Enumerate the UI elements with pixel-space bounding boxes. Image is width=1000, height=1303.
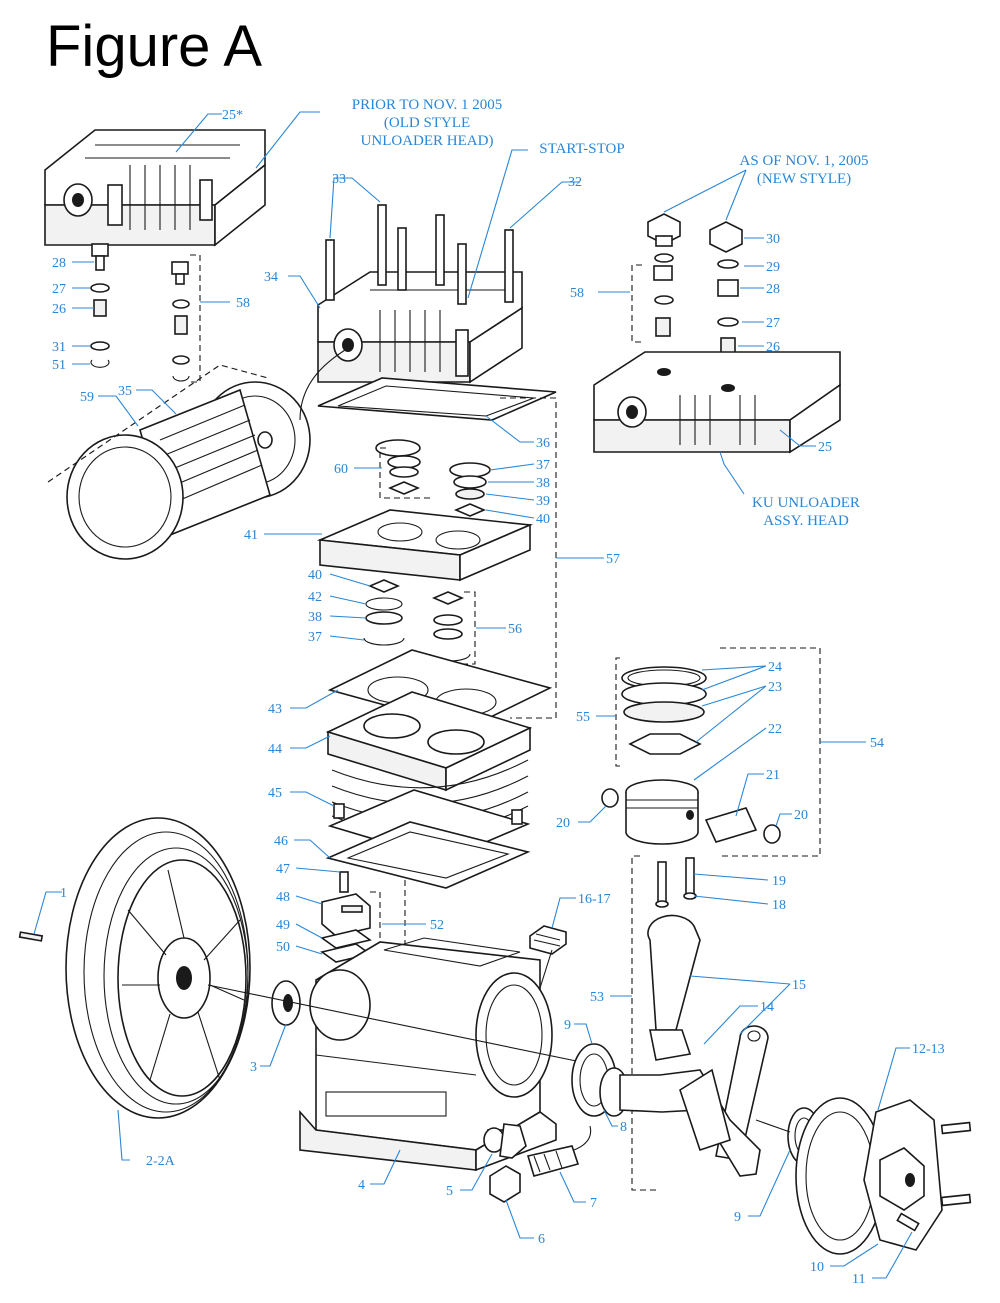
note-ku-unloader-line2: ASSY. HEAD — [763, 513, 849, 529]
callout-6: 6 — [538, 1232, 545, 1247]
fittings-drawing — [483, 925, 592, 1203]
callout-24: 24 — [768, 660, 782, 675]
callout-36: 36 — [536, 436, 550, 451]
callout-8: 8 — [620, 1120, 627, 1135]
callout-42: 42 — [308, 590, 322, 605]
callout-3: 3 — [250, 1060, 257, 1075]
callout-56: 56 — [508, 622, 522, 637]
callout-32: 32 — [568, 175, 582, 190]
callout-38-bottom: 38 — [308, 610, 322, 625]
callout-40-bottom: 40 — [308, 568, 322, 583]
callout-39: 39 — [536, 494, 550, 509]
callout-16-17: 16-17 — [578, 892, 611, 907]
callout-30: 30 — [766, 232, 780, 247]
note-new-style-line2: (NEW STYLE) — [756, 171, 852, 187]
callout-50: 50 — [276, 940, 290, 955]
left-valve-parts-drawing — [90, 243, 201, 383]
start-stop-head-drawing — [317, 204, 523, 384]
note-old-style-line1: PRIOR TO NOV. 1 2005 — [351, 97, 503, 113]
callout-41: 41 — [244, 528, 258, 543]
callout-4: 4 — [358, 1178, 365, 1193]
callout-27-right: 27 — [766, 316, 780, 331]
old-style-head-drawing — [44, 129, 266, 247]
callout-2-2a: 2-2A — [146, 1154, 176, 1169]
breather-parts-drawing — [320, 871, 381, 963]
callout-52: 52 — [430, 918, 444, 933]
callout-15: 15 — [792, 978, 806, 993]
end-cover-drawing — [795, 1097, 972, 1255]
callout-28-right: 28 — [766, 282, 780, 297]
callout-33: 33 — [332, 172, 346, 187]
valve-plate-assembly-drawing — [316, 377, 557, 719]
callout-22: 22 — [768, 722, 782, 737]
leader-lines — [33, 111, 913, 1279]
note-start-stop-text: START-STOP — [539, 141, 625, 157]
callout-53: 53 — [590, 990, 604, 1005]
callout-43: 43 — [268, 702, 282, 717]
callout-38-top: 38 — [536, 476, 550, 491]
callout-12-13: 12-13 — [912, 1042, 945, 1057]
callout-7: 7 — [590, 1196, 597, 1211]
callout-51: 51 — [52, 358, 66, 373]
crankshaft-drawing — [571, 1043, 821, 1177]
note-new-style-line1: AS OF NOV. 1, 2005 — [739, 153, 869, 169]
note-old-style-line3: UNLOADER HEAD) — [360, 133, 494, 149]
callout-49: 49 — [276, 918, 290, 933]
note-ku-unloader: KU UNLOADER ASSY. HEAD — [730, 494, 882, 530]
callout-20-right: 20 — [794, 808, 808, 823]
callout-44: 44 — [268, 742, 282, 757]
callout-21: 21 — [766, 768, 780, 783]
note-ku-unloader-line1: KU UNLOADER — [752, 495, 860, 511]
callout-48: 48 — [276, 890, 290, 905]
callout-34: 34 — [264, 270, 278, 285]
callout-40-top: 40 — [536, 512, 550, 527]
note-new-style: AS OF NOV. 1, 2005 (NEW STYLE) — [726, 152, 882, 188]
callout-20-left: 20 — [556, 816, 570, 831]
callout-9-top: 9 — [564, 1018, 571, 1033]
callout-47: 47 — [276, 862, 290, 877]
cylinder-assembly-drawing — [325, 649, 553, 985]
callout-19: 19 — [772, 874, 786, 889]
callout-14: 14 — [760, 1000, 774, 1015]
callout-31: 31 — [52, 340, 66, 355]
callout-1: 1 — [60, 886, 67, 901]
note-old-style: PRIOR TO NOV. 1 2005 (OLD STYLE UNLOADER… — [322, 96, 532, 150]
callout-27-left: 27 — [52, 282, 66, 297]
callout-18: 18 — [772, 898, 786, 913]
callout-29: 29 — [766, 260, 780, 275]
callout-25: 25 — [818, 440, 832, 455]
callout-25-star: 25* — [222, 108, 243, 123]
callout-46: 46 — [274, 834, 288, 849]
callout-35: 35 — [118, 384, 132, 399]
piston-assembly-drawing — [601, 647, 821, 857]
callout-labels: 25* 33 32 34 28 27 26 31 51 58 59 35 30 … — [52, 108, 945, 1287]
callout-58-left: 58 — [236, 296, 250, 311]
callout-11: 11 — [852, 1272, 865, 1287]
callout-26-right: 26 — [766, 340, 780, 355]
callout-58-right: 58 — [570, 286, 584, 301]
callout-23: 23 — [768, 680, 782, 695]
callout-9-bottom: 9 — [734, 1210, 741, 1225]
callout-5: 5 — [446, 1184, 453, 1199]
note-old-style-line2: (OLD STYLE — [383, 115, 471, 131]
callout-59: 59 — [80, 390, 94, 405]
callout-54: 54 — [870, 736, 884, 751]
callout-28-left: 28 — [52, 256, 66, 271]
callout-60: 60 — [334, 462, 348, 477]
pulley-drawing — [18, 817, 621, 1119]
callout-55: 55 — [576, 710, 590, 725]
callout-57: 57 — [606, 552, 620, 567]
connecting-rod-drawing — [631, 855, 769, 1191]
air-filter-drawing — [47, 349, 346, 560]
figure-title: Figure A — [46, 14, 262, 79]
callout-37-bottom: 37 — [308, 630, 322, 645]
callout-10: 10 — [810, 1260, 824, 1275]
callout-45: 45 — [268, 786, 282, 801]
callout-26-left: 26 — [52, 302, 66, 317]
callout-37-top: 37 — [536, 458, 550, 473]
note-start-stop: START-STOP — [530, 140, 634, 158]
new-style-head-drawing — [593, 213, 841, 454]
